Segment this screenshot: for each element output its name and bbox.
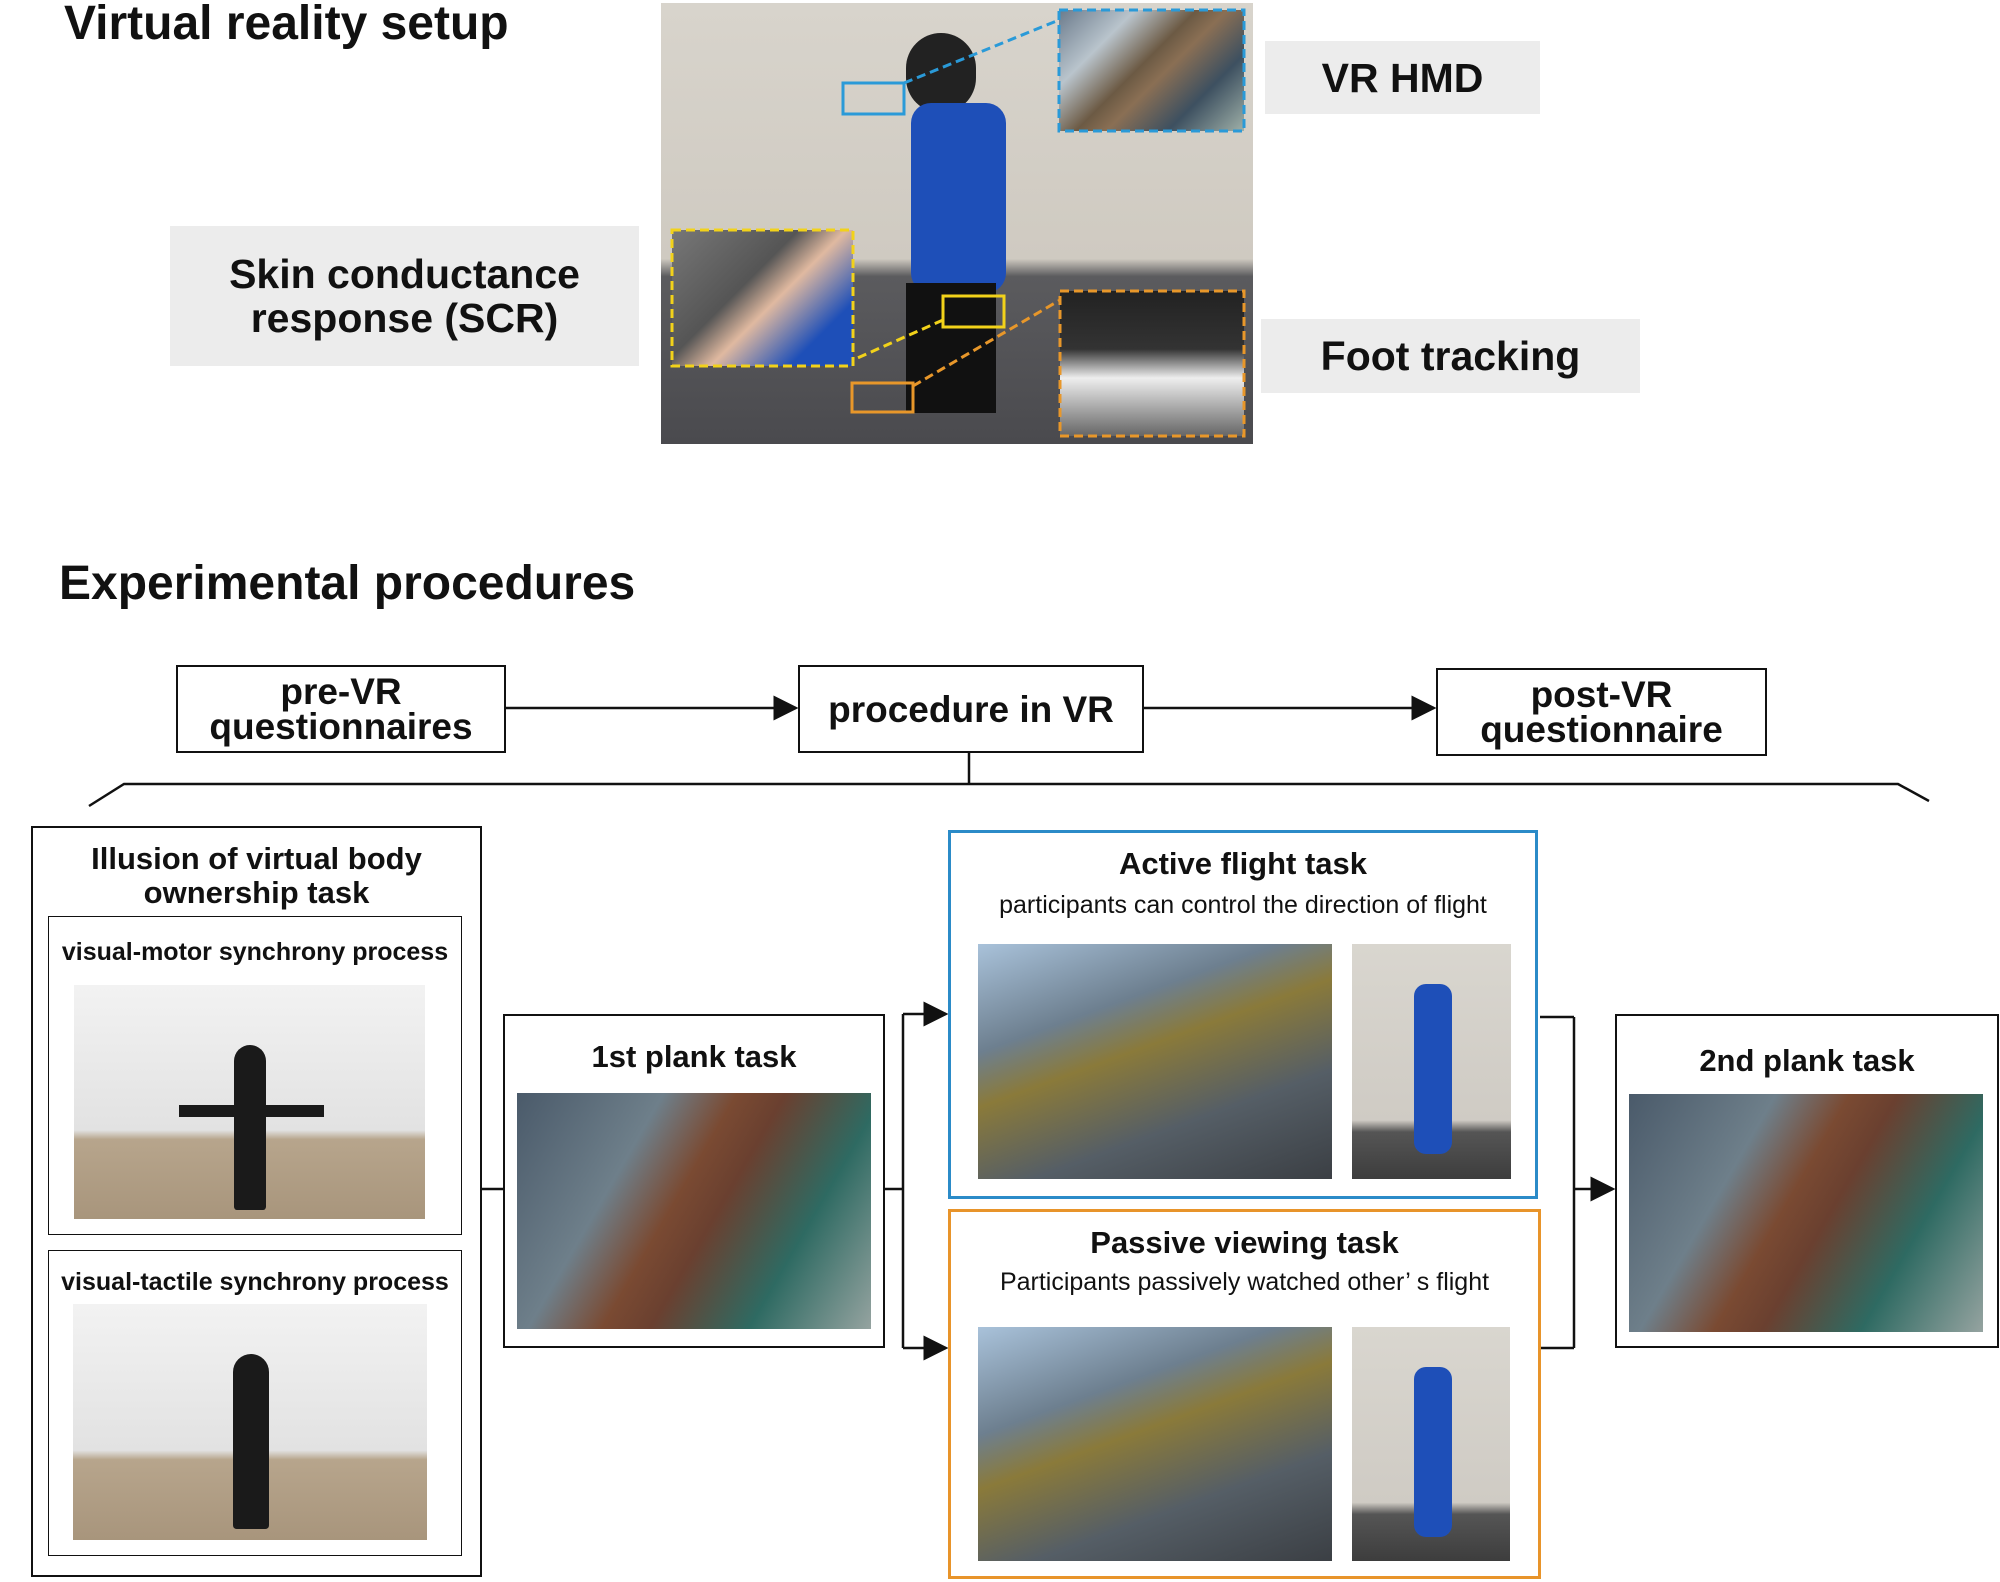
pre-vr-line2: questionnaires xyxy=(209,706,473,747)
scr-inset-frame xyxy=(670,228,855,368)
avatar-arms xyxy=(179,1105,324,1117)
visual-motor-label: visual-motor synchrony process xyxy=(61,938,449,966)
passive-participant-photo xyxy=(1352,1327,1510,1561)
active-title: Active flight task xyxy=(1118,846,1368,881)
post-vr-line1: post-VR xyxy=(1530,674,1673,715)
participant-legs xyxy=(906,283,996,413)
passive-desc: Participants passively watched other’ s … xyxy=(999,1268,1490,1296)
illusion-title-line1: Illusion of virtual body xyxy=(91,841,422,876)
hmd-marker xyxy=(841,81,906,116)
procedures-title: Experimental procedures xyxy=(59,557,636,610)
plank1-title: 1st plank task xyxy=(591,1039,797,1074)
post-vr-box: post-VR questionnaire xyxy=(1436,668,1767,756)
participant-torso xyxy=(911,103,1006,293)
plank1-image xyxy=(517,1093,871,1329)
active-participant-photo xyxy=(1352,944,1511,1179)
post-vr-line2: questionnaire xyxy=(1480,709,1723,750)
active-flight-box: Active flight task participants can cont… xyxy=(948,830,1538,1199)
avatar-figure xyxy=(233,1354,269,1529)
hmd-label: VR HMD xyxy=(1265,41,1540,114)
visual-tactile-image xyxy=(73,1304,427,1540)
foot-marker xyxy=(850,381,915,414)
hmd-view-inset xyxy=(1059,10,1244,131)
plank2-title: 2nd plank task xyxy=(1699,1043,1915,1078)
procedure-in-vr-box: procedure in VR xyxy=(798,665,1144,753)
foot-inset xyxy=(1060,291,1244,436)
scr-inset xyxy=(672,230,853,366)
visual-tactile-label: visual-tactile synchrony process xyxy=(61,1268,449,1296)
passive-viewing-box: Passive viewing task Participants passiv… xyxy=(948,1209,1541,1579)
participant xyxy=(1414,984,1452,1154)
participant xyxy=(1414,1367,1452,1537)
hmd-inset-frame xyxy=(1057,8,1246,133)
bracket xyxy=(88,782,1930,808)
scr-label-line2: response (SCR) xyxy=(250,295,559,341)
active-desc: participants can control the direction o… xyxy=(999,891,1487,919)
scr-marker xyxy=(941,294,1006,329)
flow-connectors xyxy=(88,695,1930,1361)
passive-viewing-image xyxy=(978,1327,1332,1561)
passive-title: Passive viewing task xyxy=(1090,1225,1399,1260)
illusion-title-line2: ownership task xyxy=(143,875,370,910)
vr-setup-photo xyxy=(661,3,1253,444)
visual-motor-image xyxy=(74,985,425,1219)
pre-vr-line1: pre-VR xyxy=(280,671,402,712)
pre-vr-box: pre-VR questionnaires xyxy=(176,665,506,753)
foot-tracking-label: Foot tracking xyxy=(1261,319,1640,393)
scr-label: Skin conductance response (SCR) xyxy=(170,226,639,366)
setup-title: Virtual reality setup xyxy=(64,0,509,50)
plank2-image xyxy=(1629,1094,1983,1332)
scr-label-line1: Skin conductance xyxy=(229,251,580,297)
participant-head xyxy=(906,33,976,113)
setup-callouts xyxy=(670,8,1246,438)
foot-inset-frame xyxy=(1058,289,1246,438)
active-flight-image xyxy=(978,944,1332,1179)
avatar-figure xyxy=(234,1045,266,1210)
